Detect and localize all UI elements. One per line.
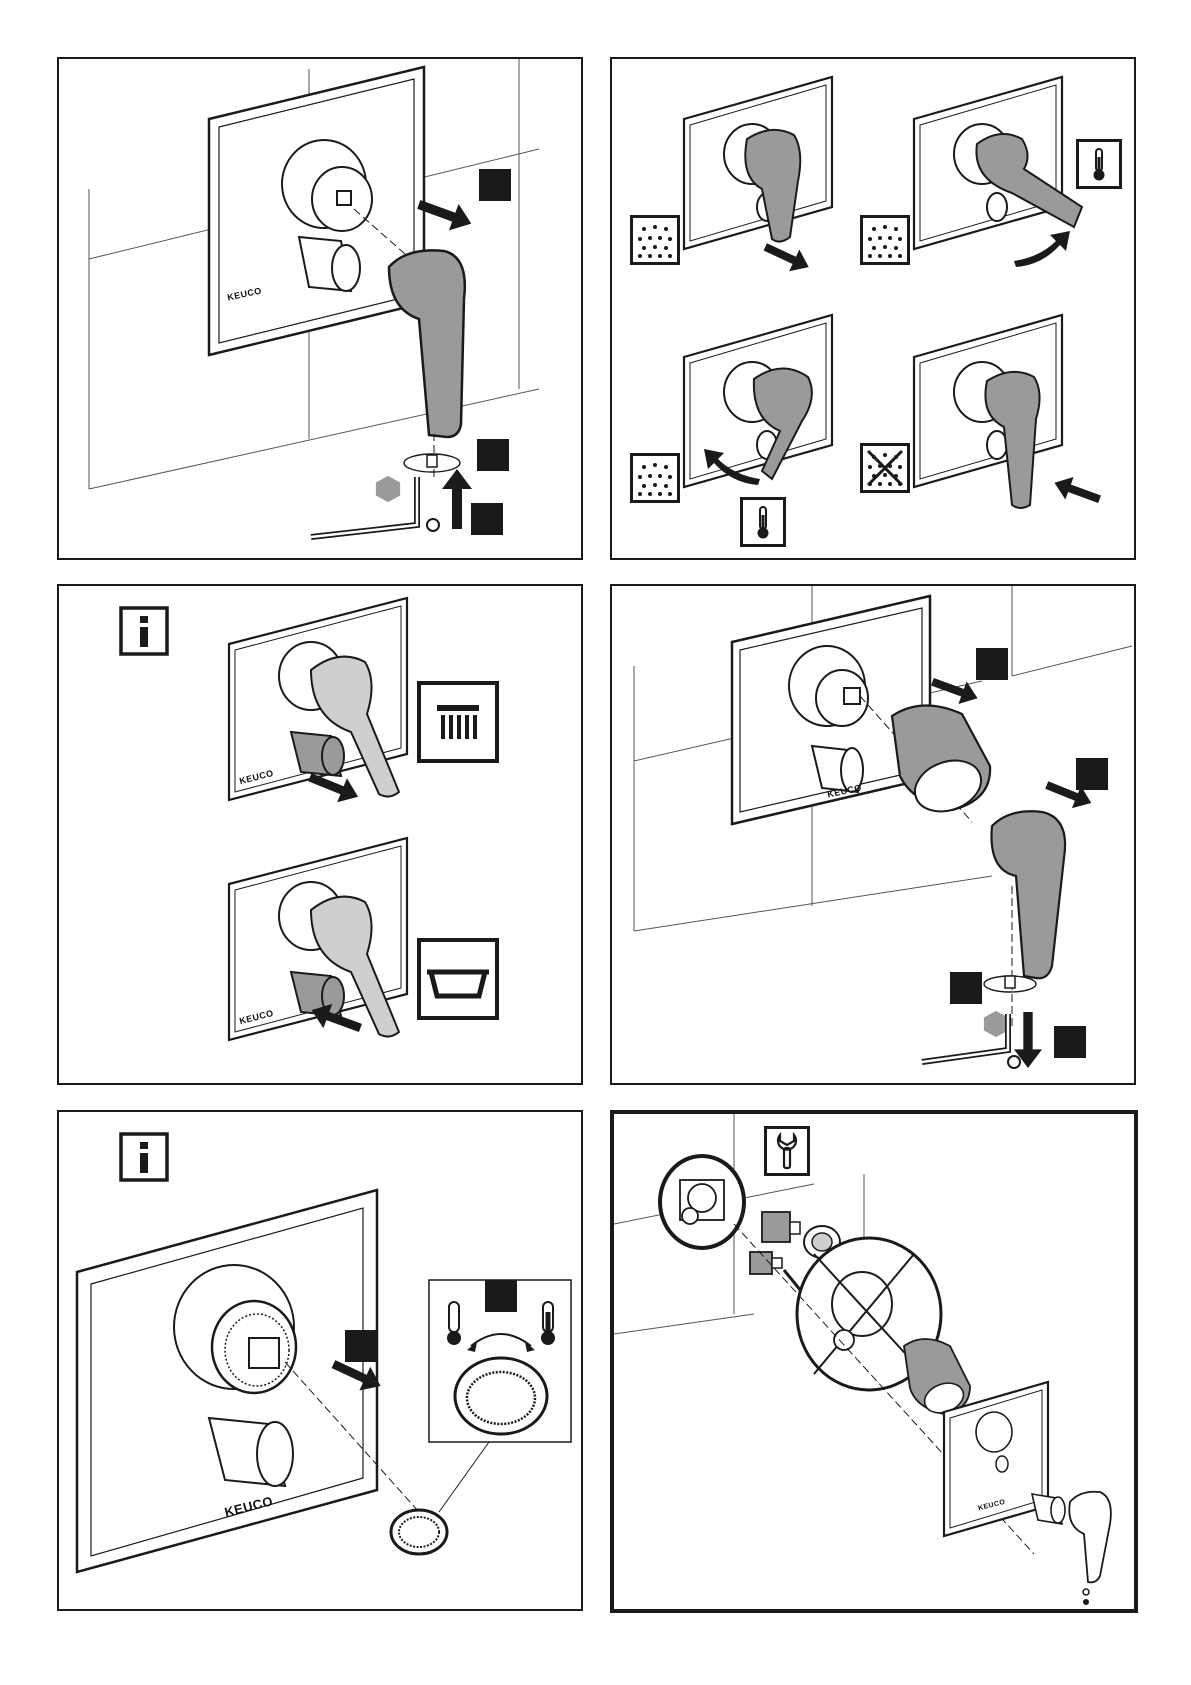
panel-operation xyxy=(610,57,1136,560)
panel-limit-ring-info: KEUCO xyxy=(57,1110,583,1611)
allen-key xyxy=(311,477,417,537)
panel-selection-info: KEUCO KEUCO xyxy=(57,584,583,1085)
diverter-cartridge xyxy=(750,1252,782,1274)
diverter-knob xyxy=(1032,1494,1065,1524)
overhead-shower-icon xyxy=(419,683,497,761)
step-marker xyxy=(485,1280,517,1312)
thermometer-icon xyxy=(1078,141,1121,188)
panel-lever-mounting: KEUCO xyxy=(57,57,583,560)
limit-ring xyxy=(391,1510,447,1554)
thermometer-icon xyxy=(742,499,785,546)
rough-in-body xyxy=(660,1156,744,1248)
panel-4-drawing xyxy=(612,586,1134,1083)
step-marker xyxy=(1054,1026,1086,1058)
cover-sleeve xyxy=(892,705,990,820)
shower-off-icon xyxy=(862,445,909,492)
step-marker xyxy=(471,503,503,535)
operation-view-1 xyxy=(684,77,832,278)
step-marker xyxy=(1076,758,1108,790)
info-icon xyxy=(121,608,167,654)
up-arrow xyxy=(442,469,472,529)
bathtub-icon xyxy=(419,940,497,1018)
hex-icon xyxy=(376,476,400,502)
panel-1-drawing xyxy=(59,59,581,558)
step-marker xyxy=(976,648,1008,680)
panel-3-drawing xyxy=(59,586,581,1083)
shower-drops-icon xyxy=(632,217,679,264)
panel-5-drawing xyxy=(59,1112,581,1609)
cover-sleeve xyxy=(904,1339,970,1418)
shower-drops-icon xyxy=(632,455,679,502)
operation-view-4 xyxy=(914,315,1104,510)
step-marker xyxy=(345,1330,377,1362)
step-marker xyxy=(477,439,509,471)
operation-view-2 xyxy=(914,77,1082,267)
hex-icon xyxy=(984,1011,1008,1037)
panel-2-drawing xyxy=(612,59,1134,558)
info-icon xyxy=(121,1134,167,1180)
selection-view-bath xyxy=(229,838,407,1040)
step-marker xyxy=(479,169,511,201)
panel-6-drawing xyxy=(614,1114,1134,1609)
thermostatic-cartridge xyxy=(762,1212,800,1242)
panel-exploded-view: KEUCO xyxy=(610,1110,1138,1613)
shower-drops-icon xyxy=(862,217,909,264)
operation-view-3 xyxy=(684,315,832,487)
lever-handle xyxy=(1069,1492,1111,1583)
step-marker xyxy=(950,972,982,1004)
lever-handle xyxy=(992,811,1066,978)
lever-handle xyxy=(389,250,465,437)
wrench-icon xyxy=(766,1128,809,1175)
panel-handle-removal: KEUCO xyxy=(610,584,1136,1085)
